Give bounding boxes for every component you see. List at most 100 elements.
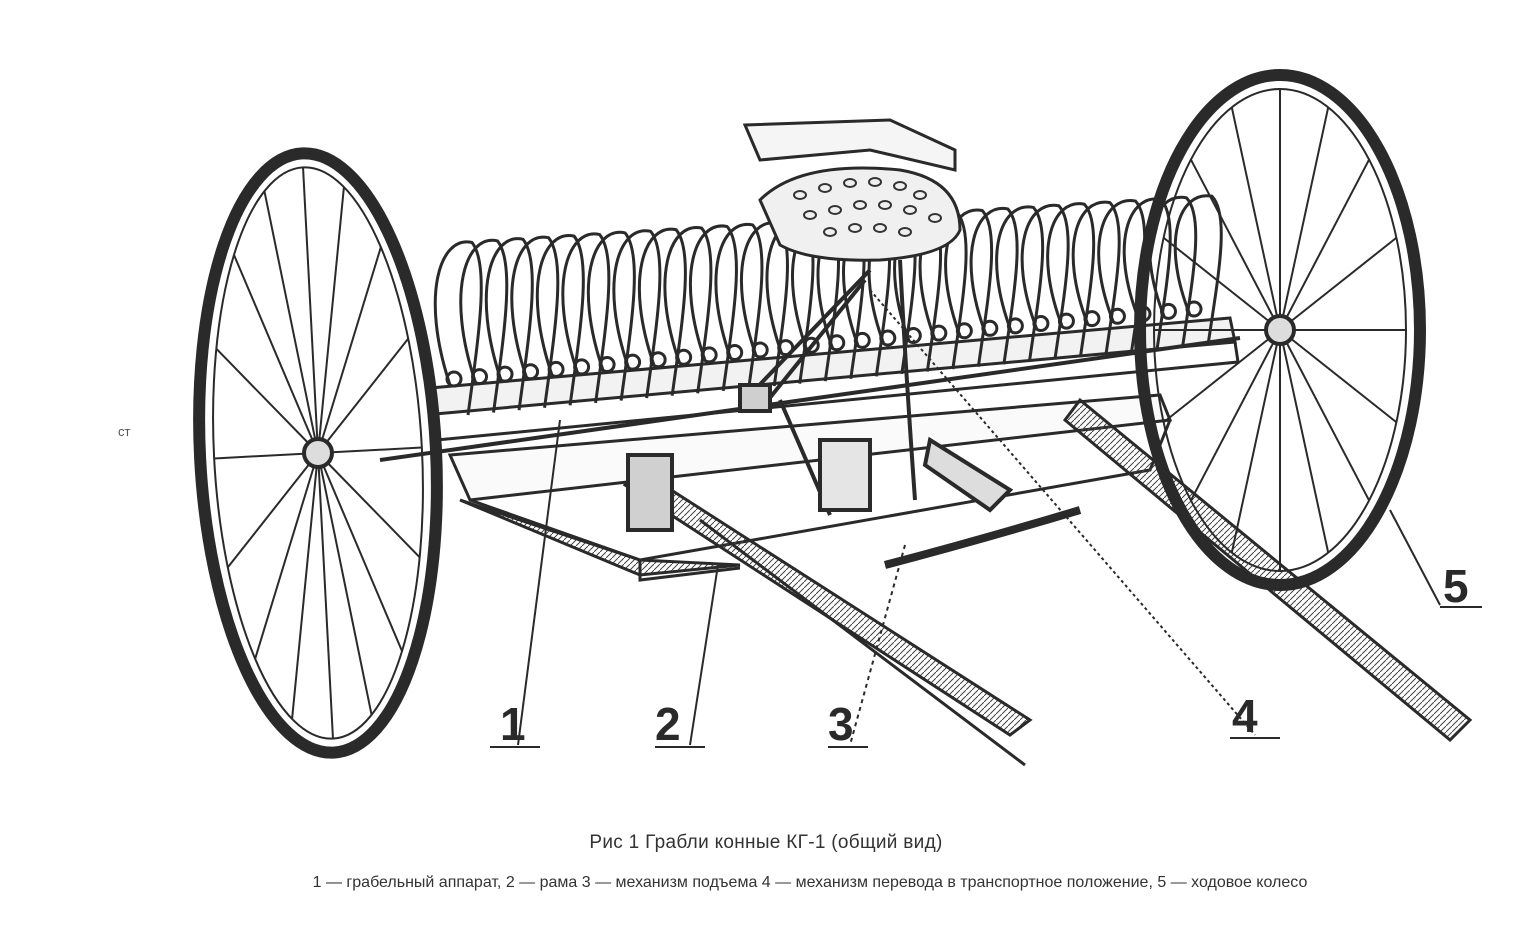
- tine-coil: [955, 322, 973, 340]
- seat-hole: [928, 213, 942, 223]
- wheel-spoke: [317, 446, 422, 454]
- seat-hole: [893, 181, 907, 191]
- wheel-spoke: [317, 452, 421, 558]
- callout-3: 3: [828, 698, 854, 750]
- wheel-spoke: [1279, 107, 1330, 331]
- stray-mark: ст: [118, 424, 131, 439]
- callout-5: 5: [1443, 560, 1469, 612]
- tine-coil: [1006, 317, 1024, 335]
- wheel-spoke: [1190, 159, 1281, 331]
- rake-tine: [1173, 194, 1223, 346]
- tine-coil: [802, 336, 820, 354]
- tine-coil: [1159, 302, 1177, 320]
- leader-lines: [490, 289, 1482, 748]
- wheel-spoke: [291, 452, 319, 720]
- rake-tine: [995, 205, 1045, 363]
- tine-coil: [700, 346, 718, 364]
- wheel-spoke: [1279, 329, 1370, 501]
- tine-coil: [1108, 307, 1126, 325]
- wheel-spoke: [263, 191, 319, 454]
- tine-coil: [1185, 300, 1203, 318]
- tine-coil: [547, 360, 565, 378]
- rake-tine: [714, 222, 764, 389]
- rake-tine: [433, 240, 483, 416]
- seat-hole: [818, 183, 832, 193]
- left-wheel: [193, 147, 443, 759]
- wheel-spoke: [1279, 329, 1330, 553]
- seat-hole: [803, 210, 817, 220]
- tine-coil: [879, 329, 897, 347]
- tine-coil: [1057, 312, 1075, 330]
- seat-hole: [843, 178, 857, 188]
- wheel-spoke: [1279, 159, 1370, 331]
- figure-caption: Рис 1 Грабли конные КГ-1 (общий вид): [589, 832, 943, 853]
- wheel-rim: [1134, 69, 1426, 591]
- seat-hole: [873, 223, 887, 233]
- rake-tine: [586, 230, 636, 401]
- figure-legend: 1 — грабельный аппарат, 2 — рама 3 — мех…: [312, 874, 1308, 891]
- wheel-spoke: [1279, 236, 1398, 331]
- wheel-spoke: [317, 246, 382, 454]
- rake-tine: [663, 226, 713, 394]
- wheel-spoke: [214, 452, 319, 460]
- seat-hole: [913, 190, 927, 200]
- rake-tine: [944, 208, 994, 367]
- tine-coil: [904, 327, 922, 345]
- callout-1: 1: [500, 698, 526, 750]
- rake-tine: [688, 224, 738, 392]
- frame: [447, 393, 1173, 582]
- tine-coil: [445, 370, 463, 388]
- tine-coil: [1032, 314, 1050, 332]
- wheel-hub: [1264, 314, 1296, 346]
- wheel-rim: [193, 147, 443, 759]
- wheel-spoke: [317, 186, 345, 454]
- rake-tine: [510, 235, 560, 408]
- callout-4: 4: [1232, 690, 1258, 742]
- rake-tine: [484, 237, 534, 411]
- wheel-hub: [302, 437, 334, 469]
- tine-coil: [981, 319, 999, 337]
- lifting-mechanism: [738, 268, 1082, 569]
- seat-hole: [898, 227, 912, 237]
- rake-tine: [561, 232, 611, 404]
- wheel-spoke: [1162, 329, 1281, 424]
- transport-mechanism: [626, 259, 1014, 532]
- rake-tine: [1071, 200, 1121, 355]
- tine-coil: [649, 351, 667, 369]
- tine-coil: [522, 363, 540, 381]
- wheel-spoke: [317, 452, 373, 715]
- rake-tine: [535, 234, 585, 406]
- wheel-spoke: [233, 254, 319, 454]
- wheel-spoke: [317, 452, 334, 739]
- tine-coil: [573, 358, 591, 376]
- wheel-spoke: [302, 167, 319, 454]
- seat-hole: [848, 223, 862, 233]
- tine-coil: [930, 324, 948, 342]
- tine-coil: [675, 348, 693, 366]
- seat-hole: [853, 200, 867, 210]
- seat-hole: [823, 227, 837, 237]
- rake-tine: [459, 238, 509, 413]
- seat-hole: [793, 190, 807, 200]
- seat-hole: [903, 205, 917, 215]
- wheel-spoke: [215, 348, 319, 454]
- wheel-spoke: [1279, 329, 1398, 424]
- tine-coil: [751, 341, 769, 359]
- wheel-spoke: [317, 338, 410, 454]
- rake-tines: [433, 194, 1223, 416]
- tine-coil: [471, 368, 489, 386]
- rake-tine: [1020, 203, 1070, 360]
- wheel-spoke: [1230, 107, 1281, 331]
- wheel-spoke: [1230, 329, 1281, 553]
- wheel-spoke: [226, 452, 319, 568]
- wheel-spoke: [1162, 236, 1281, 331]
- tine-coil: [1083, 310, 1101, 328]
- tine-coil: [598, 356, 616, 374]
- right-wheel: [1134, 69, 1426, 591]
- tine-coil: [828, 334, 846, 352]
- callout-labels: 1 2 3 4 5: [500, 560, 1469, 750]
- rake-tine: [1046, 202, 1096, 358]
- wheel-spoke: [317, 452, 403, 652]
- seat-hole: [878, 200, 892, 210]
